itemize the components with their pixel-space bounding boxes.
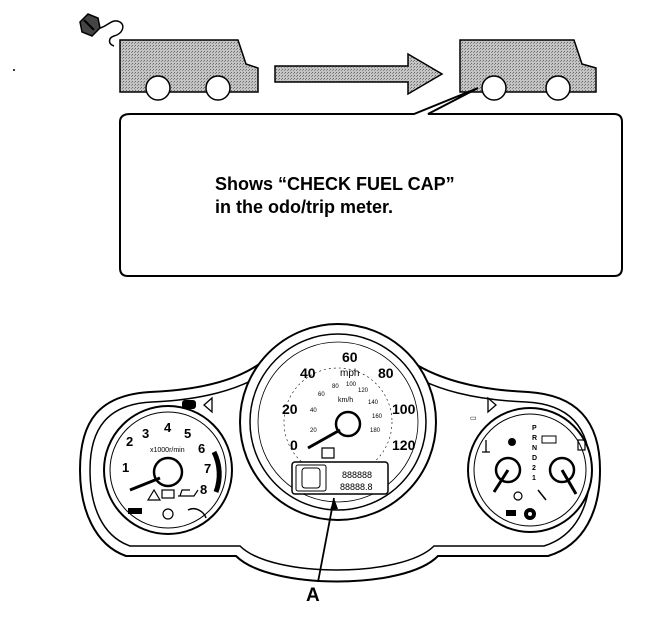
abs-icon (541, 435, 557, 444)
kmh-tick-100: 100 (346, 382, 357, 388)
tach-tick-4: 4 (164, 420, 172, 435)
gear-p: P (532, 425, 537, 432)
check-engine-icon (321, 447, 335, 459)
mph-tick-20: 20 (282, 401, 298, 417)
mph-tick-80: 80 (378, 365, 394, 381)
fuel-temp-gauge: P R N D 2 1 (467, 407, 593, 533)
kmh-tick-20: 20 (310, 428, 317, 434)
oil-icon (178, 489, 199, 497)
gear-r: R (532, 435, 537, 442)
warning-triangle-icon (146, 488, 162, 501)
kmh-tick-180: 180 (370, 428, 381, 434)
gear-indicator: P R N D 2 1 (532, 425, 537, 482)
pointer-label: A (306, 585, 320, 606)
tach-tick-2: 2 (126, 434, 133, 449)
headlight-icon (182, 400, 196, 409)
parking-icon (506, 510, 516, 516)
svg-text:▭: ▭ (470, 415, 477, 422)
pointer-line (317, 497, 338, 583)
battery-icon (161, 489, 175, 499)
gear-2: 2 (532, 465, 536, 472)
kmh-tick-40: 40 (310, 408, 317, 414)
callout-box (119, 87, 623, 277)
mph-label: mph (340, 368, 359, 379)
mph-tick-0: 0 (290, 437, 298, 453)
car-icon (119, 39, 259, 101)
mph-tick-60: 60 (342, 349, 358, 365)
turn-signal-icon (203, 396, 213, 414)
callout-line-1: Shows “CHECK FUEL CAP” (215, 174, 455, 194)
kmh-tick-60: 60 (318, 392, 325, 398)
door-icon (187, 507, 207, 519)
tachometer: x1000r/min 1 2 3 4 5 6 7 8 (103, 405, 233, 535)
gear-1: 1 (532, 475, 536, 482)
mph-tick-100: 100 (392, 401, 416, 417)
tach-tick-6: 6 (198, 441, 205, 456)
stray-mark (13, 69, 15, 71)
kmh-tick-140: 140 (368, 400, 379, 406)
mph-tick-120: 120 (392, 437, 416, 453)
info-display: 888888 88888.8 (291, 461, 389, 495)
car-icon-second (459, 39, 597, 101)
tach-tick-5: 5 (184, 426, 191, 441)
callout-line-2: in the odo/trip meter. (215, 197, 394, 217)
tach-tick-1: 1 (122, 460, 129, 475)
gear-n: N (532, 445, 537, 452)
tach-tick-8: 8 (200, 482, 207, 497)
fog-light-icon (537, 489, 547, 501)
kmh-tick-160: 160 (372, 414, 383, 420)
kmh-label: km/h (338, 397, 353, 404)
kmh-tick-120: 120 (358, 388, 369, 394)
tpms-icon (162, 508, 174, 520)
tach-tick-7: 7 (204, 461, 211, 476)
speedometer: mph km/h 0 20 40 60 80 100 120 20 40 60 … (239, 323, 437, 521)
security-icon (524, 508, 536, 520)
tach-unit-label: x1000r/min (150, 447, 185, 454)
kmh-tick-80: 80 (332, 384, 339, 390)
trip-value: 88888.8 (340, 482, 373, 492)
callout-text: Shows “CHECK FUEL CAP” in the odo/trip m… (215, 173, 595, 219)
brake-indicator-icon: ▭ (470, 415, 477, 422)
sun-icon (513, 491, 523, 501)
fuel-cap-icon (79, 13, 124, 47)
gear-d: D (532, 455, 537, 462)
arrow-icon (274, 52, 444, 96)
airbag-icon (508, 438, 516, 446)
odometer-value: 888888 (342, 470, 372, 480)
seatbelt-icon (128, 508, 142, 514)
fuel-pump-icon (577, 439, 586, 451)
tach-tick-3: 3 (142, 426, 149, 441)
turn-signal-icon-right (487, 396, 497, 414)
mph-tick-40: 40 (300, 365, 316, 381)
temperature-icon (482, 440, 490, 453)
